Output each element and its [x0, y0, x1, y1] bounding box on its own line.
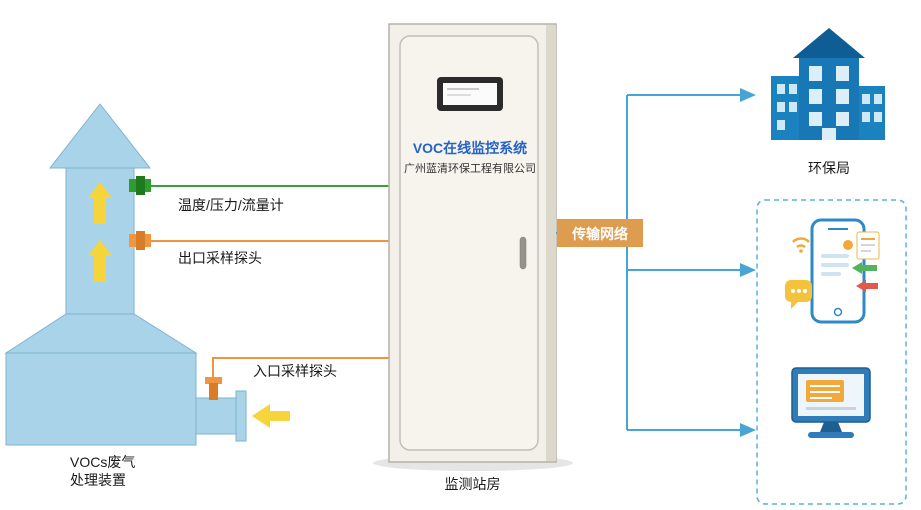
outlet-probe-label: 出口采样探头 — [178, 250, 262, 266]
inlet-probe-label: 入口采样探头 — [253, 363, 337, 379]
network-label-bg — [557, 219, 643, 247]
cabinet-title: VOC在线监控系统 — [412, 140, 528, 156]
chat-bubble-icon — [785, 280, 812, 309]
receivers-dashed-box — [756, 199, 907, 505]
mobile-app-icon — [785, 218, 880, 324]
device-label-line2: 处理装置 — [70, 472, 126, 488]
network-label: 传输网络 — [572, 226, 628, 242]
cabinet-display-icon — [437, 77, 503, 111]
inlet-probe-icon — [205, 377, 222, 400]
cabinet-company-name: 广州蓝清环保工程有限公司 — [404, 163, 536, 175]
network-lines — [556, 94, 740, 431]
epa-building-icon — [771, 28, 885, 140]
gas-inlet-arrow-icon — [252, 404, 290, 428]
epa-label: 环保局 — [808, 160, 850, 176]
outlet-probe-icon — [129, 231, 151, 250]
cabinet-label: 监测站房 — [444, 476, 501, 492]
network-arrowheads-icon — [740, 88, 756, 437]
desktop-monitor-icon — [791, 367, 871, 438]
device-label-line1: VOCs废气 — [70, 454, 136, 470]
cabinet-handle-icon — [519, 236, 527, 270]
temp-flow-label: 温度/压力/流量计 — [178, 197, 284, 213]
gas-flow-up-arrows-icon — [88, 182, 112, 282]
sensor-lines — [150, 185, 392, 382]
temp-flow-sensor-icon — [129, 176, 151, 195]
monitoring-cabinet-icon — [373, 23, 573, 471]
treatment-tower-icon — [4, 103, 290, 446]
document-transfer-icons — [852, 231, 880, 292]
wifi-icon — [792, 237, 810, 253]
